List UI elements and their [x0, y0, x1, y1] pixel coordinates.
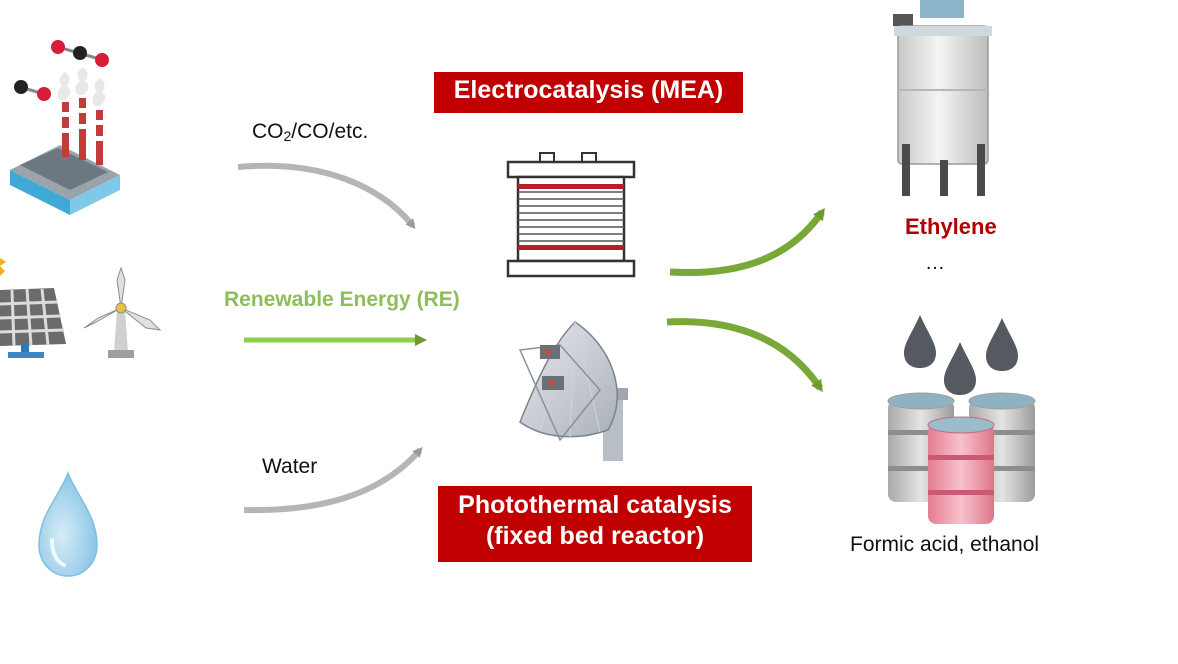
ethylene-product-label: Ethylene	[905, 214, 997, 239]
co2-molecule-icon	[14, 40, 109, 101]
barrel-icon	[887, 392, 1036, 524]
wind-turbine-icon	[83, 266, 162, 358]
sun-icon	[0, 258, 6, 276]
formic-arrow	[666, 318, 823, 393]
oil-drop-icon	[904, 315, 1018, 395]
more-products-ellipsis: …	[925, 252, 945, 274]
water-arrow	[243, 446, 423, 514]
photothermal-label-line2: (fixed bed reactor)	[485, 522, 705, 550]
co2-input-label: CO2/CO/etc.	[252, 120, 369, 144]
electrocatalysis-label: Electrocatalysis (MEA)	[434, 72, 743, 113]
photothermal-label-line1: Photothermal catalysis	[458, 491, 732, 519]
factory-icon	[10, 67, 120, 215]
renewable-energy-label: Renewable Energy (RE)	[224, 288, 460, 311]
water-input-label: Water	[262, 455, 318, 478]
co2-arrow	[237, 162, 416, 230]
mea-stack-icon	[506, 152, 636, 278]
solar-panel-icon	[0, 288, 66, 358]
reactor-tank-icon	[893, 0, 992, 196]
ethylene-arrow	[669, 207, 825, 277]
photothermal-catalysis-label: Photothermal catalysis (fixed bed reacto…	[438, 486, 752, 562]
water-drop-icon	[38, 470, 98, 577]
solar-dish-icon	[518, 321, 628, 461]
formic-ethanol-product-label: Formic acid, ethanol	[850, 533, 1040, 556]
